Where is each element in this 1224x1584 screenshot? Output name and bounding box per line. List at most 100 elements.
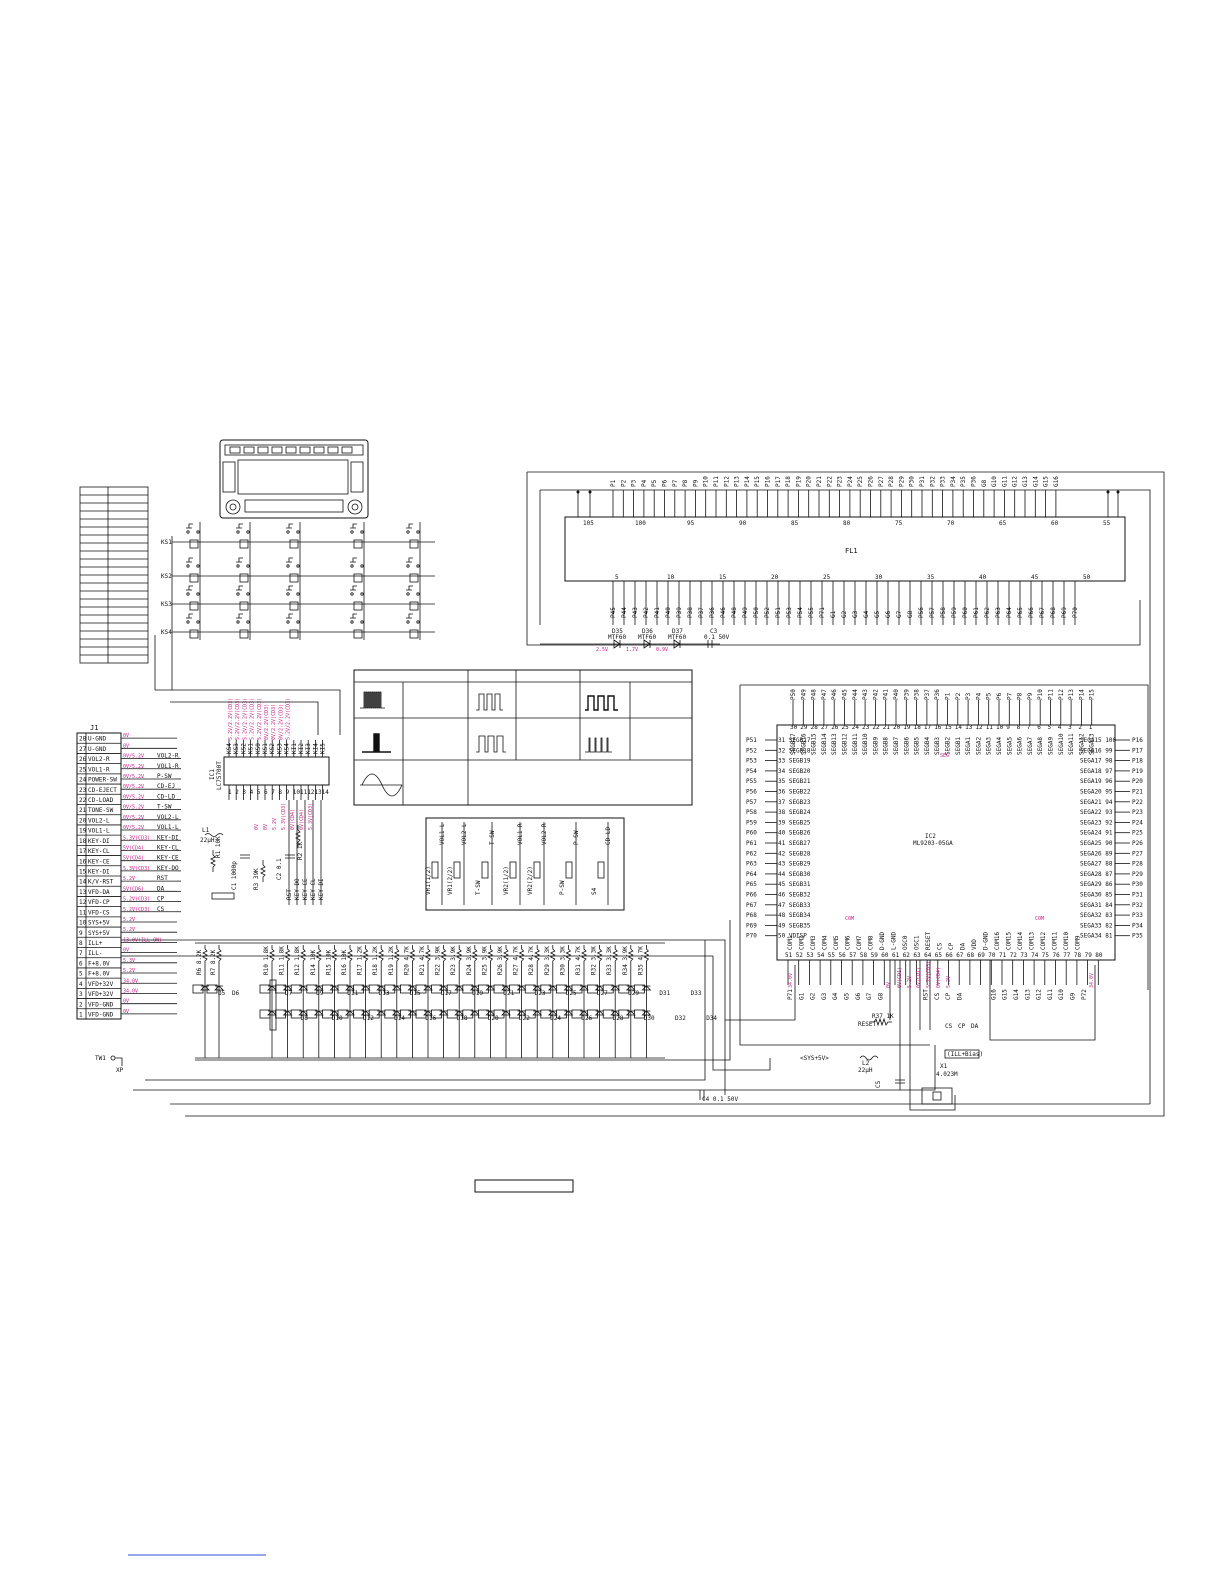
j1-pin-number: 19 <box>79 828 87 835</box>
ic1-top-pin: KI1 <box>291 743 298 754</box>
ic2-top-number: 16 <box>934 724 942 731</box>
led-resistor-label: R25 3.9K <box>481 946 488 975</box>
led-diode-ref: D8 <box>301 1015 309 1022</box>
led-diode-ref: D17 <box>441 990 452 997</box>
fl1-bottom-pin: P70 <box>1072 607 1079 618</box>
fl1-top-pin: P28 <box>888 476 895 487</box>
j1-pin-voltage: 0V <box>123 1009 129 1015</box>
led-resistor-label: R20 4.7K <box>403 946 410 975</box>
fl1-top-pin: P18 <box>785 476 792 487</box>
ic2-top-net: P38 <box>914 689 921 700</box>
led-resistor <box>347 945 353 965</box>
ic1-bottom-voltage: 0V <box>263 824 269 830</box>
fl1-top-number: 90 <box>739 520 747 527</box>
fl1-top-pin: P31 <box>919 476 926 487</box>
j1-pin-name: VOL1-L <box>88 828 110 835</box>
ic2-bottom-net: G12 <box>1036 989 1043 1000</box>
ic2-bottom-net: G6 <box>855 992 862 1000</box>
fl1-top-number: 65 <box>999 520 1007 527</box>
ic2-top-net: P10 <box>1037 689 1044 700</box>
j1-pin-name: VOL2-L <box>88 817 110 824</box>
ic2-top-net: P44 <box>852 689 859 700</box>
ic2-bottom-number: 63 <box>913 952 921 959</box>
key-switch <box>289 573 299 583</box>
led-diode-ref: D25 <box>566 990 577 997</box>
ic2-top-number: 10 <box>996 724 1004 731</box>
ic2-left-pin: 39 SEGB25 <box>778 819 811 826</box>
ill-bias-note: (ILL+Bias) <box>947 1051 983 1058</box>
ic2-top-number: 22 <box>872 724 880 731</box>
keymatrix-row-label: KS3 <box>161 601 172 608</box>
j1-pin-number: 11 <box>79 909 87 916</box>
j1-pin-signal: CP <box>157 896 165 903</box>
fl1-top-pin: P29 <box>898 476 905 487</box>
ic2-bottom-pin: COM12 <box>1040 932 1047 950</box>
ic2-right-net: P28 <box>1132 861 1143 868</box>
j1-pin-signal: KEY-DO <box>157 865 179 872</box>
j1-pin-voltage: 5.2V <box>123 917 135 923</box>
ic2-left-net: P69 <box>746 922 757 929</box>
ic2-bottom-number: 66 <box>946 952 954 959</box>
led-resistor <box>456 945 463 965</box>
fl1-bottom-pin: P53 <box>786 607 793 618</box>
j1-pin-voltage: 0V/5.2V <box>123 815 144 821</box>
ic2-top-pin: SEGB8 <box>883 737 890 755</box>
fl1-top-pin: P32 <box>929 476 936 487</box>
fl1-bottom-pin: G7 <box>896 610 903 618</box>
fl1-bottom-number: 20 <box>771 574 779 581</box>
ic2-right-net: P18 <box>1132 758 1143 765</box>
keymatrix-row-label: KS4 <box>161 629 172 636</box>
j1-pin-signal: P-SW <box>157 773 172 780</box>
fl1-top-number: 80 <box>843 520 851 527</box>
fl1-top-number: 75 <box>895 520 903 527</box>
diode-part: MTF60 <box>638 634 656 641</box>
ic2-top-net: P9 <box>1027 692 1034 700</box>
panel-button <box>257 446 269 454</box>
fl1-bottom-pin: P45 <box>610 607 617 618</box>
switch-body <box>509 861 517 879</box>
j1-pin-name: U-GND <box>88 746 106 753</box>
ic2-bottom-net: DA <box>957 992 964 1000</box>
fl1-bottom-pin: P71 <box>819 607 826 618</box>
ic2-right-net: P34 <box>1132 922 1143 929</box>
led-diode-ref: D29 <box>628 990 639 997</box>
switch-signal: VOL2-R <box>541 823 548 845</box>
j1-pin-voltage: 0V/5.2V <box>123 805 144 811</box>
fl1-top-number: 60 <box>1051 520 1059 527</box>
key-switch <box>189 539 199 549</box>
ic2-top-net: P49 <box>800 689 807 700</box>
j1-pin-name: CD-LOAD <box>88 797 114 804</box>
j1-pin-voltage: 0V <box>123 999 129 1005</box>
ic2-top-number: 26 <box>831 724 839 731</box>
c4-capacitor <box>699 1090 705 1100</box>
fl1-top-pin: P20 <box>806 476 813 487</box>
fl1-top-pin: G16 <box>1053 476 1060 487</box>
ic2-bottom-pin: COM16 <box>994 932 1001 950</box>
c5-label: C5 <box>875 1080 882 1088</box>
fl1-top-pin: P14 <box>744 476 751 487</box>
led-resistor <box>643 945 650 965</box>
ic2-top-net: P41 <box>883 689 890 700</box>
ic2-right-net: P35 <box>1132 933 1143 940</box>
ic2-right-pin: SEGA15 100 <box>1080 737 1117 744</box>
fl1-bottom-pin: G4 <box>863 610 870 618</box>
ic2-left-net: P70 <box>746 933 757 940</box>
j1-pin-name: TONE-SW <box>88 807 114 814</box>
ic2-bottom-number: 51 <box>785 952 793 959</box>
j1-pin-voltage: 0V/5.2V <box>123 754 144 760</box>
ic2-bottom-pin: L-GND <box>891 932 898 950</box>
led-resistor <box>269 945 275 965</box>
ic2-bottom-pin: D-GND <box>983 932 990 950</box>
fl1-bottom-pin: P57 <box>929 607 936 618</box>
ic2-bottom-net: G14 <box>1013 989 1020 1000</box>
fl1-bottom-pin: P66 <box>1028 607 1035 618</box>
ic2-bottom-net: CS <box>934 992 941 1000</box>
ic1-bottom-pin-number: 12 <box>307 789 315 796</box>
j1-pin-number: 5 <box>79 971 83 978</box>
l2-ref: L2 <box>862 1060 870 1067</box>
switch-signal: VOL1-L <box>439 823 446 845</box>
ic2-right-pin: SEGA23 92 <box>1080 819 1113 826</box>
fl1-bottom-pin: P38 <box>687 607 694 618</box>
fl1-bottom-pin: P50 <box>753 607 760 618</box>
